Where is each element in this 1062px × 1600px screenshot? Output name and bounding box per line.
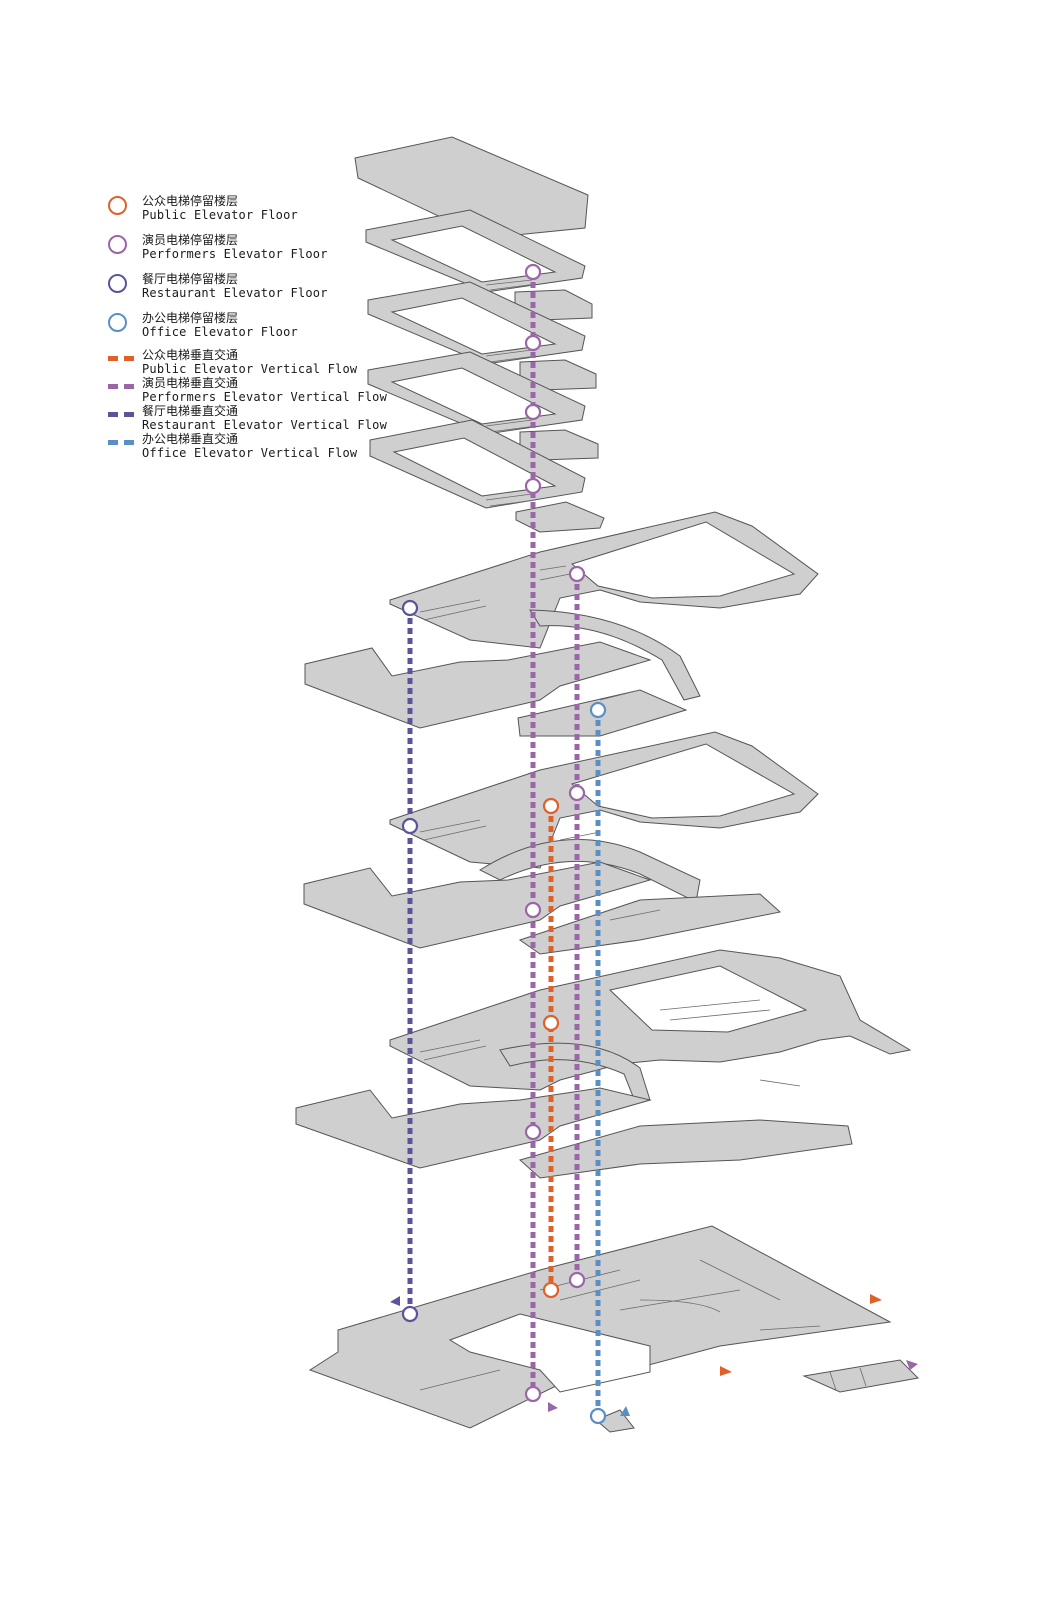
legend-label-en: Performers Elevator Vertical Flow: [142, 390, 388, 404]
legend-label-cn: 餐厅电梯垂直交通: [142, 404, 239, 418]
public-entrance-arrow-icon: [870, 1294, 882, 1304]
legend-label-cn: 办公电梯垂直交通: [142, 432, 239, 446]
performers-stop: [524, 334, 542, 352]
podium-level-3: [304, 511, 819, 737]
public-stop: [542, 797, 560, 815]
legend-item-performers-flow: 演员电梯垂直交通 Performers Elevator Vertical Fl…: [106, 376, 406, 412]
legend-label-en: Performers Elevator Floor: [142, 247, 328, 261]
office-flow-dash-icon: [108, 440, 134, 445]
legend-label-en: Office Elevator Floor: [142, 325, 298, 339]
performers-stop: [568, 565, 586, 583]
performers-entrance-arrow-icon: [906, 1360, 918, 1370]
legend-label-en: Public Elevator Floor: [142, 208, 298, 222]
legend-label-cn: 演员电梯垂直交通: [142, 376, 239, 390]
performers-stop: [568, 784, 586, 802]
legend-item-restaurant-stop: 餐厅电梯停留楼层 Restaurant Elevator Floor: [106, 272, 406, 308]
legend-label-en: Restaurant Elevator Floor: [142, 286, 328, 300]
performers-stop: [524, 1385, 542, 1403]
restaurant-flow-dash-icon: [108, 412, 134, 417]
office-entrance-arrow-icon: [620, 1406, 630, 1416]
restaurant-stop: [401, 1305, 419, 1323]
performers-stop: [524, 901, 542, 919]
legend-item-restaurant-flow: 餐厅电梯垂直交通 Restaurant Elevator Vertical Fl…: [106, 404, 406, 440]
office-stop: [589, 701, 607, 719]
ground-level: [308, 1225, 920, 1433]
legend-item-office-flow: 办公电梯垂直交通 Office Elevator Vertical Flow: [106, 432, 406, 468]
performers-flow-dash-icon: [108, 384, 134, 389]
legend-item-performers-stop: 演员电梯停留楼层 Performers Elevator Floor: [106, 233, 406, 269]
restaurant-stop: [401, 817, 419, 835]
performers-stop: [568, 1271, 586, 1289]
restaurant-stop: [401, 599, 419, 617]
legend-item-public-stop: 公众电梯停留楼层 Public Elevator Floor: [106, 194, 406, 230]
restaurant-stop-circle-icon: [108, 274, 127, 293]
legend-label-en: Office Elevator Vertical Flow: [142, 446, 358, 460]
legend-label-cn: 办公电梯停留楼层: [142, 311, 239, 325]
public-stop: [542, 1281, 560, 1299]
public-stop: [542, 1014, 560, 1032]
elevator-stops: [401, 263, 607, 1425]
legend-label-en: Restaurant Elevator Vertical Flow: [142, 418, 388, 432]
legend-label-cn: 公众电梯停留楼层: [142, 194, 239, 208]
legend-label-cn: 演员电梯停留楼层: [142, 233, 239, 247]
legend-item-office-stop: 办公电梯停留楼层 Office Elevator Floor: [106, 311, 406, 347]
public-stop-circle-icon: [108, 196, 127, 215]
legend-item-public-flow: 公众电梯垂直交通 Public Elevator Vertical Flow: [106, 348, 406, 384]
office-stop: [589, 1407, 607, 1425]
office-stop-circle-icon: [108, 313, 127, 332]
performers-stop: [524, 477, 542, 495]
podium-level-2: [303, 731, 819, 955]
performers-stop-circle-icon: [108, 235, 127, 254]
legend-label-cn: 餐厅电梯停留楼层: [142, 272, 239, 286]
podium-level-1: [295, 949, 912, 1179]
roof-slab: [354, 136, 589, 239]
vertical-flows: [407, 272, 601, 1416]
restaurant-entrance-arrow-icon: [390, 1296, 400, 1306]
legend-label-en: Public Elevator Vertical Flow: [142, 362, 358, 376]
performers-entrance-arrow-icon: [548, 1402, 558, 1412]
public-flow-dash-icon: [108, 356, 134, 361]
performers-stop: [524, 263, 542, 281]
performers-stop: [524, 403, 542, 421]
performers-stop: [524, 1123, 542, 1141]
public-entrance-arrow-icon: [720, 1366, 732, 1376]
legend-label-cn: 公众电梯垂直交通: [142, 348, 239, 362]
